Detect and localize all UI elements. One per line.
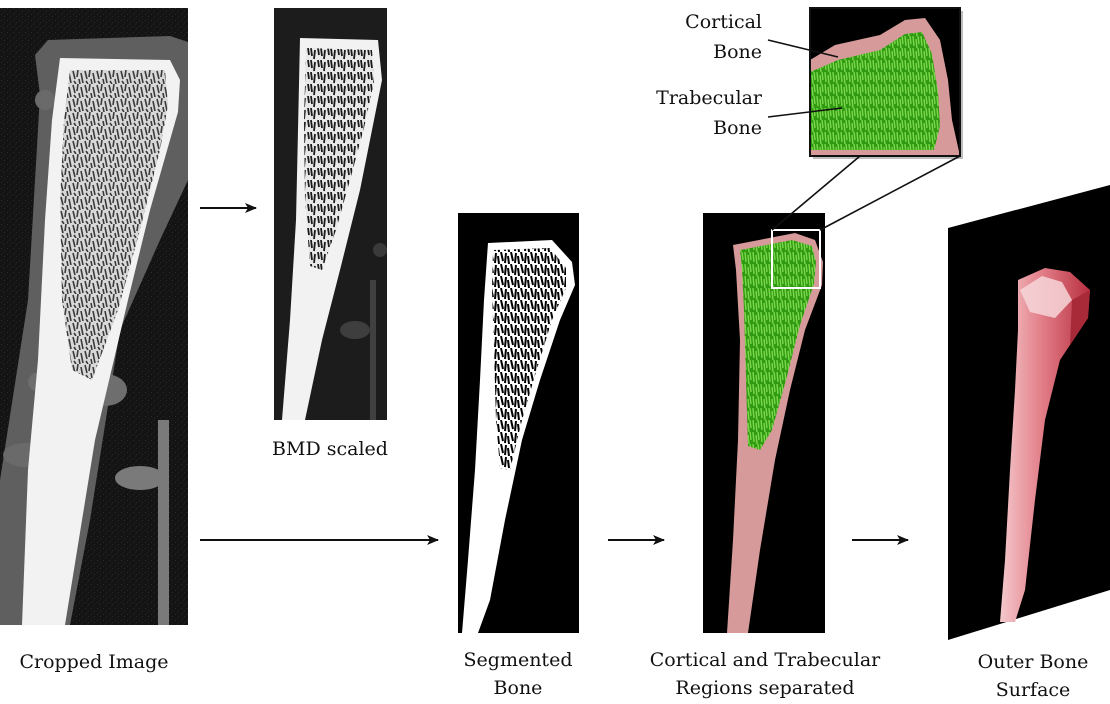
- trabecular-callout-line1: Trabecular: [610, 83, 762, 113]
- zoom-inset: [810, 8, 963, 159]
- segmented-bone-caption: Segmented Bone: [438, 646, 598, 702]
- cropped-image-caption-text: Cropped Image: [0, 648, 188, 676]
- segmented-bone-panel: [458, 213, 579, 633]
- trabecular-bone-callout: Trabecular Bone: [610, 83, 762, 143]
- outer-surface-panel: [948, 185, 1110, 640]
- regions-caption-line1: Cortical and Trabecular: [620, 646, 910, 674]
- surface-caption-line2: Surface: [960, 676, 1106, 704]
- segmented-caption-line2: Bone: [438, 674, 598, 702]
- cortical-callout-line1: Cortical: [640, 7, 762, 37]
- bmd-scaled-caption: BMD scaled: [240, 435, 420, 463]
- cropped-image-caption: Cropped Image: [0, 648, 188, 676]
- cortical-callout-line2: Bone: [640, 37, 762, 67]
- outer-surface-caption: Outer Bone Surface: [960, 648, 1106, 704]
- regions-caption: Cortical and Trabecular Regions separate…: [620, 646, 910, 702]
- zoom-connector-right: [820, 156, 960, 230]
- surface-caption-line1: Outer Bone: [960, 648, 1106, 676]
- bmd-scaled-panel: [274, 8, 387, 420]
- trabecular-callout-line2: Bone: [610, 113, 762, 143]
- segmented-caption-line1: Segmented: [438, 646, 598, 674]
- regions-panel: [703, 213, 825, 633]
- bmd-scaled-caption-text: BMD scaled: [240, 435, 420, 463]
- cortical-bone-callout: Cortical Bone: [640, 7, 762, 67]
- regions-caption-line2: Regions separated: [620, 674, 910, 702]
- cropped-image-panel: [0, 8, 188, 625]
